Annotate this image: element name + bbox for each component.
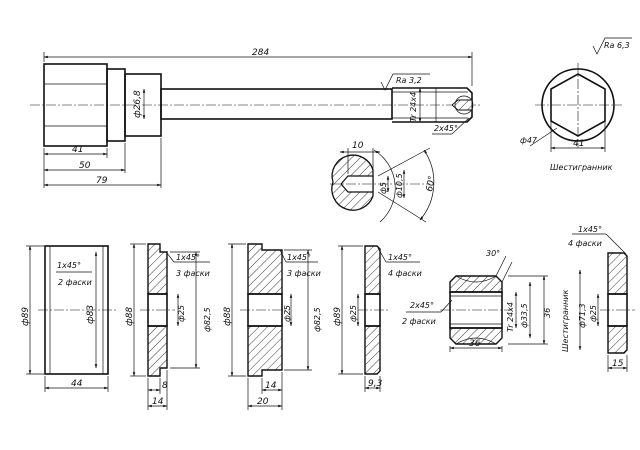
part4-bore-diameter-label: ф25 xyxy=(349,305,358,322)
washer-width-label: 15 xyxy=(612,359,624,369)
part4-chamfer-note: 4 фаски xyxy=(388,269,422,278)
nut-diameter-71-3-label: ф71,3 xyxy=(578,303,587,328)
nut-length-label: 36 xyxy=(469,339,481,349)
part3-chamfer-note: 3 фаски xyxy=(287,269,321,278)
center-hole-detail: 10 ф5 ф10,5 60° xyxy=(330,141,438,223)
part3-outer-diameter-label: ф88 xyxy=(223,307,233,326)
detail-length-label: 10 xyxy=(352,141,364,151)
nut-thread-label: Tr 24x4 xyxy=(506,302,515,332)
part1-width-label: 44 xyxy=(71,379,83,389)
nut-chamfer-label: 2x45° xyxy=(410,301,434,310)
part3-chamfer-label: 1x45° xyxy=(287,253,311,262)
shaft-thread-label: Tr 24x4 xyxy=(409,92,418,122)
overall-length-label: 284 xyxy=(252,48,269,58)
part3-mid-diameter-label: ф82,5 xyxy=(313,307,322,332)
part1-chamfer-label: 1x45° xyxy=(57,261,81,270)
part1-chamfer-note: 2 фаски xyxy=(58,278,92,287)
nut-chamfer-note: 2 фаски xyxy=(402,317,436,326)
part2-inner-width-label: 8 xyxy=(162,381,168,391)
part4-chamfer-label: 1x45° xyxy=(388,253,412,262)
nut-angle-label: 30° xyxy=(486,249,500,258)
nut-view: 30° 2x45° 2 фаски 36 Tr 24x4 ф33,5 36 Ше… xyxy=(402,249,587,352)
part2-chamfer-label: 1x45° xyxy=(176,253,200,262)
roughness-shaft-label: Ra 3,2 xyxy=(396,76,422,85)
detail-angle-label: 60° xyxy=(425,175,438,192)
washer-chamfer-label: 1x45° xyxy=(578,225,602,234)
roughness-general-label: Ra 6,3 xyxy=(604,41,630,50)
part2-width-label: 14 xyxy=(152,397,164,407)
hex-section-view: Ra 6,3 ф47 41 Шестигранник xyxy=(520,37,632,172)
part1-inner-diameter-label: ф83 xyxy=(86,305,96,324)
detail-diameter-10-5-label: ф10,5 xyxy=(395,173,404,198)
nut-hex-caption: Шестигранник xyxy=(561,289,570,352)
part4-width-label: 9,3 xyxy=(368,379,383,389)
part3-width-label: 20 xyxy=(257,397,269,407)
nut-diameter-33-5-label: ф33,5 xyxy=(520,303,529,328)
length-41-label: 41 xyxy=(72,145,83,155)
shank-diameter-label: ф26,8 xyxy=(133,90,143,118)
shaft-chamfer-label: 2x45° xyxy=(434,124,458,133)
washer-chamfer-note: 4 фаски xyxy=(568,239,602,248)
shaft-view: 284 Ra 3,2 ф26,8 Tr 24x4 2x45° 41 50 79 xyxy=(30,48,480,188)
part1-outer-diameter-label: ф89 xyxy=(21,307,31,326)
part-disc-1: ф89 1x45° 2 фаски ф83 44 xyxy=(21,245,116,392)
part2-bore-diameter-label: ф25 xyxy=(177,305,186,322)
washer-bore-diameter-label: ф25 xyxy=(589,305,598,322)
part-disc-3: ф88 1x45° 3 фаски ф25 ф82,5 14 20 xyxy=(223,243,322,410)
hex-corner-diameter-label: ф47 xyxy=(520,136,538,145)
part3-bore-diameter-label: ф25 xyxy=(283,305,292,322)
part-disc-2: ф88 1x45° 3 фаски ф25 ф82,5 8 14 xyxy=(125,243,212,410)
part2-chamfer-note: 3 фаски xyxy=(176,269,210,278)
hex-caption: Шестигранник xyxy=(550,163,613,172)
washer-view: 1x45° 4 фаски ф25 15 xyxy=(568,225,635,372)
length-50-label: 50 xyxy=(79,161,91,171)
part4-outer-diameter-label: ф89 xyxy=(333,307,343,326)
part-disc-4: ф89 1x45° 4 фаски ф25 9,3 xyxy=(333,245,422,392)
part3-inner-width-label: 14 xyxy=(265,381,277,391)
part2-outer-diameter-label: ф88 xyxy=(125,307,135,326)
nut-across-flats-label: 36 xyxy=(543,308,552,318)
part2-mid-diameter-label: ф82,5 xyxy=(203,307,212,332)
hex-across-flats-label: 41 xyxy=(573,139,584,149)
length-79-label: 79 xyxy=(96,176,108,186)
detail-diameter-5-label: ф5 xyxy=(379,182,388,194)
